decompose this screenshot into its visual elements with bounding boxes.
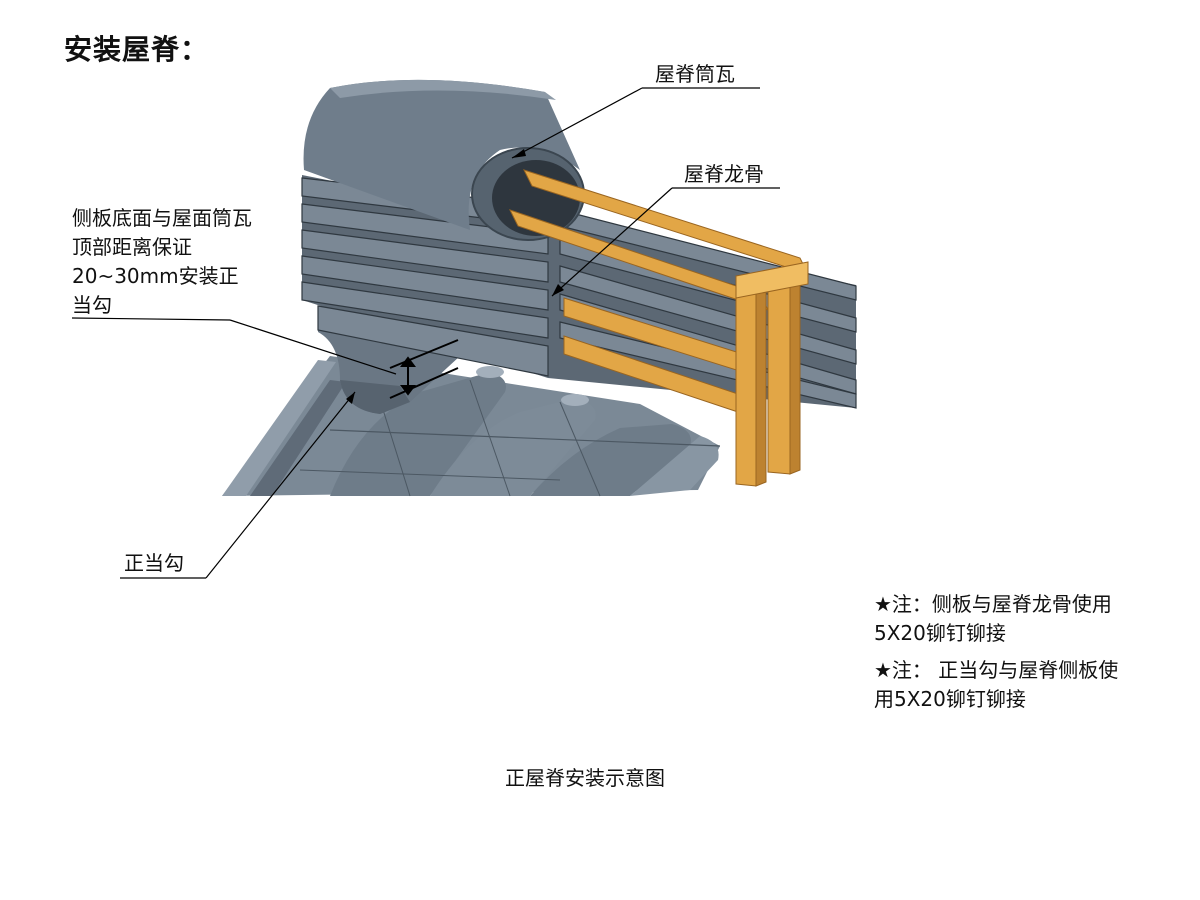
figure-caption: 正屋脊安装示意图 (505, 766, 665, 790)
notes-block: ★注：侧板与屋脊龙骨使用5X20铆钉铆接 ★注： 正当勾与屋脊侧板使用5X20铆… (874, 590, 1124, 714)
note-rivet-zhengdanggou: ★注： 正当勾与屋脊侧板使用5X20铆钉铆接 (874, 658, 1119, 711)
label-zhengdanggou: 正当勾 (124, 551, 184, 575)
ridge-tube-tile (303, 79, 585, 241)
note-rivet-keel: ★注：侧板与屋脊龙骨使用5X20铆钉铆接 (874, 592, 1112, 645)
leader-arrowheads (346, 149, 564, 404)
gap-dimension (389, 339, 459, 399)
label-ridge-tube-tile: 屋脊筒瓦 (655, 62, 735, 86)
label-ridge-keel: 屋脊龙骨 (684, 162, 764, 186)
label-side-board-distance-note: 侧板底面与屋面筒瓦顶部距离保证20~30mm安装正当勾 (72, 206, 252, 317)
ridge-keel-frame (509, 169, 809, 487)
page-title: 安装屋脊： (64, 33, 210, 66)
leader-lines (71, 87, 780, 579)
